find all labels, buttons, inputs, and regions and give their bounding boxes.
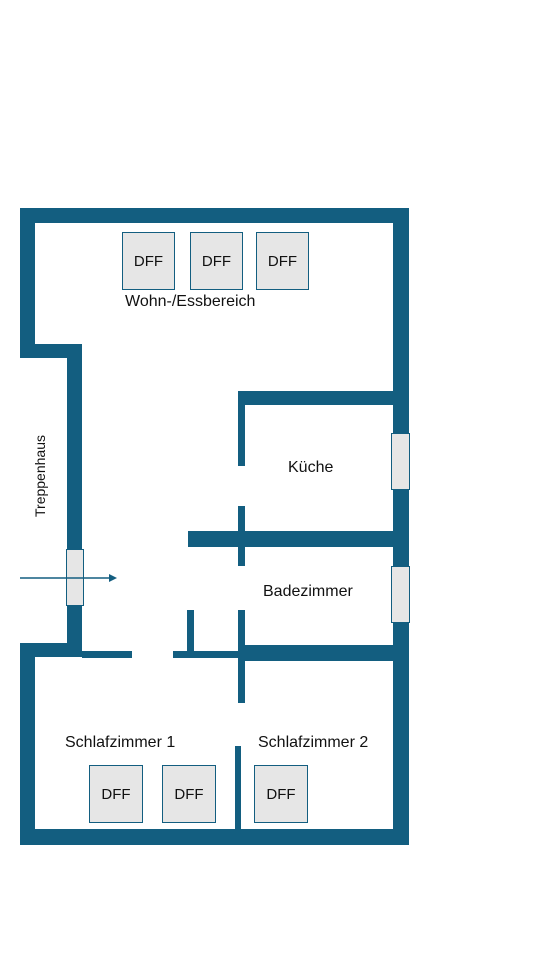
roof-window-2: DFF xyxy=(190,232,243,290)
bath-window xyxy=(391,566,410,623)
wall-bedroom-divider xyxy=(235,746,241,831)
roof-window-6-label: DFF xyxy=(266,785,296,803)
roof-window-1-label: DFF xyxy=(133,252,164,270)
entrance-arrow-icon xyxy=(20,574,117,582)
room-label-living: Wohn-/Essbereich xyxy=(125,293,256,310)
wall-top xyxy=(20,208,409,223)
roof-window-5-label: DFF xyxy=(174,785,204,803)
wall-bed-top-mid xyxy=(173,651,245,658)
wall-left-upper xyxy=(20,208,35,358)
room-label-bathroom: Badezimmer xyxy=(263,583,353,600)
roof-window-3-label: DFF xyxy=(267,252,298,270)
wall-kitchen-bath xyxy=(188,531,401,547)
wall-hall-stub xyxy=(187,610,194,656)
roof-window-4: DFF xyxy=(89,765,143,823)
room-label-stairwell: Treppenhaus xyxy=(32,435,48,517)
wall-bed-top-left xyxy=(82,651,132,658)
wall-kitchen-top xyxy=(238,391,401,405)
wall-stair-bottom xyxy=(20,643,82,657)
wall-kitchen-left-upper xyxy=(238,391,245,466)
roof-window-1: DFF xyxy=(122,232,175,290)
wall-stair-side xyxy=(67,344,82,657)
room-label-bedroom-1: Schlafzimmer 1 xyxy=(65,734,176,751)
room-label-bedroom-2: Schlafzimmer 2 xyxy=(258,734,369,751)
wall-bath-bottom xyxy=(238,645,401,661)
room-label-kitchen: Küche xyxy=(288,459,334,476)
roof-window-5: DFF xyxy=(162,765,216,823)
roof-window-2-label: DFF xyxy=(201,252,232,270)
kitchen-window xyxy=(391,433,410,490)
wall-bottom xyxy=(20,829,409,845)
roof-window-6: DFF xyxy=(254,765,308,823)
wall-right xyxy=(393,208,409,845)
roof-window-4-label: DFF xyxy=(101,785,131,803)
wall-left-lower xyxy=(20,643,35,845)
wall-stair-top xyxy=(20,344,82,358)
roof-window-3: DFF xyxy=(256,232,309,290)
